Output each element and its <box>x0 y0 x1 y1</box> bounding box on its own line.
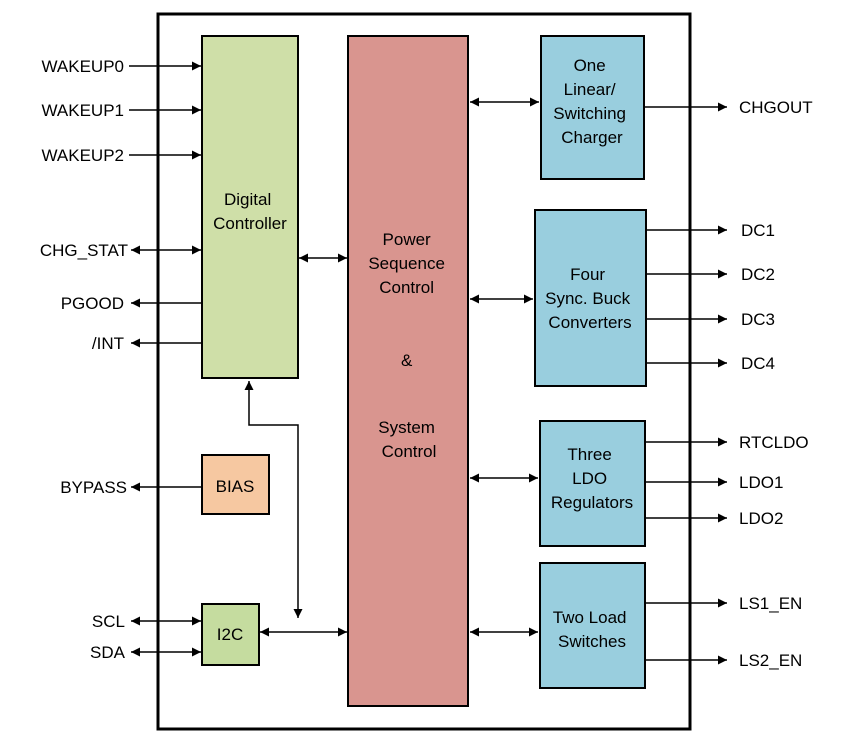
pin-ls2-en: LS2_EN <box>739 651 802 670</box>
pin-ldo1: LDO1 <box>739 473 783 492</box>
digital-controller-block <box>201 35 299 379</box>
pin-dc3: DC3 <box>741 310 775 329</box>
pin-int: /INT <box>92 334 124 353</box>
pin-rtcldo: RTCLDO <box>739 433 809 452</box>
buck-block <box>534 209 647 387</box>
power-sequence-label: Power Sequence Control & System Control <box>368 230 449 461</box>
buck-label: Four Sync. Buck Converters <box>545 265 635 332</box>
pin-ldo2: LDO2 <box>739 509 783 528</box>
pin-bypass: BYPASS <box>60 478 127 497</box>
switches-block <box>539 562 646 689</box>
pin-dc2: DC2 <box>741 265 775 284</box>
pin-dc1: DC1 <box>741 221 775 240</box>
pin-wakeup0: WAKEUP0 <box>41 57 124 76</box>
pin-scl: SCL <box>92 612 125 631</box>
i2c-label: I2C <box>217 625 243 644</box>
power-sequence-block <box>347 35 469 707</box>
pin-sda: SDA <box>90 643 126 662</box>
ldo-label: Three LDO Regulators <box>551 445 633 512</box>
ldo-block <box>539 420 646 547</box>
pin-chgout: CHGOUT <box>739 98 813 117</box>
pin-dc4: DC4 <box>741 354 775 373</box>
bias-label: BIAS <box>216 477 255 496</box>
digital-controller-label: Digital Controller <box>213 190 287 233</box>
pin-pgood: PGOOD <box>61 294 124 313</box>
pin-wakeup2: WAKEUP2 <box>41 146 124 165</box>
pin-ls1-en: LS1_EN <box>739 594 802 613</box>
pin-chg-stat: CHG_STAT <box>40 241 128 260</box>
switches-label: Two Load Switches <box>553 608 631 651</box>
pin-wakeup1: WAKEUP1 <box>41 101 124 120</box>
charger-block <box>540 35 645 180</box>
i2c-bus-line <box>244 381 303 618</box>
charger-label: One Linear/ Switching Charger <box>553 56 631 147</box>
